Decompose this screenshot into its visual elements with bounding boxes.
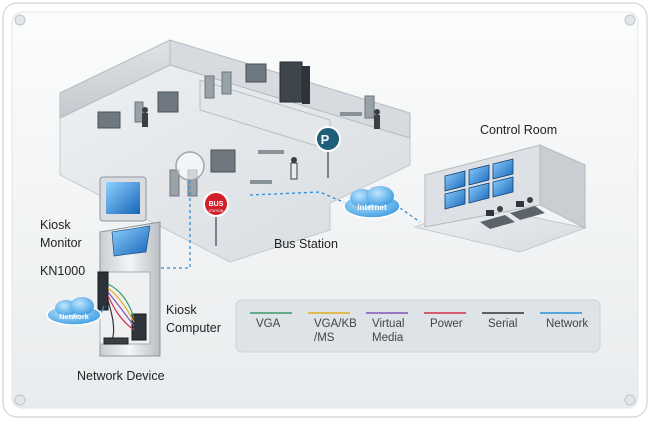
bus-sign-icon xyxy=(203,191,229,217)
server-rack xyxy=(279,61,303,103)
video-wall-panel xyxy=(468,182,490,204)
control-room xyxy=(413,144,587,253)
kiosk-monitor-screen xyxy=(106,182,140,214)
legend-label: VGA xyxy=(256,318,281,330)
network-cloud: Network xyxy=(46,297,102,326)
parking-sign-text: P xyxy=(321,132,330,147)
wall-screen xyxy=(210,149,236,173)
video-wall-panel xyxy=(444,188,466,210)
dashed-link xyxy=(160,180,191,269)
parking-sign: P xyxy=(315,126,341,178)
person-icon xyxy=(374,109,380,115)
control-room-wall-right xyxy=(539,144,586,229)
wall-screen xyxy=(157,91,179,113)
cable-serial xyxy=(107,299,115,341)
bus-sign-subtext: STATION xyxy=(209,209,224,213)
video-wall-panel xyxy=(444,170,466,192)
wall-screen xyxy=(97,111,121,129)
zoom-circle-icon xyxy=(175,151,205,181)
label-network-device: Network Device xyxy=(77,369,165,383)
cable-kbms xyxy=(107,287,135,323)
person-icon xyxy=(291,157,297,163)
person-icon xyxy=(142,113,148,127)
legend-label: Media xyxy=(372,332,404,344)
bench xyxy=(340,112,362,116)
operator-desk xyxy=(510,206,545,220)
cable-power xyxy=(107,295,135,331)
bus-sign: BUS STATION xyxy=(203,191,229,246)
cable-vga xyxy=(107,283,135,319)
operator-desks xyxy=(480,197,545,229)
video-wall-panel xyxy=(492,158,514,180)
network-cloud-icon xyxy=(70,297,94,315)
screw-icon xyxy=(14,14,26,26)
label-kiosk-computer-line2: Computer xyxy=(166,321,221,335)
internet-cloud-icon xyxy=(366,186,394,206)
operator-person-icon xyxy=(497,206,503,212)
internet-cloud-label: Internet xyxy=(357,203,387,212)
operator-person-icon xyxy=(527,197,533,203)
legend-label: /MS xyxy=(314,332,335,344)
bus-sign-text: BUS xyxy=(209,201,224,208)
bus-station-room: P BUS STATION xyxy=(59,39,411,263)
cable-virtual-media xyxy=(107,291,135,327)
legend-label: Power xyxy=(430,318,463,330)
mini-kiosk xyxy=(134,101,144,123)
mini-kiosks xyxy=(134,71,375,197)
kiosk-cables xyxy=(89,283,135,341)
people xyxy=(142,107,380,180)
desk-monitor xyxy=(516,201,524,207)
mini-kiosk xyxy=(169,169,180,197)
label-kiosk-monitor-line1: Kiosk xyxy=(40,218,71,232)
internet-cloud: Internet xyxy=(343,186,401,219)
video-wall-panel xyxy=(492,176,514,198)
screw-icon xyxy=(14,394,26,406)
frame-screws xyxy=(14,14,636,406)
label-kiosk-computer-line1: Kiosk xyxy=(166,303,197,317)
network-cloud-label: Network xyxy=(59,312,89,321)
mini-kiosk xyxy=(204,75,215,99)
mini-kiosk xyxy=(364,95,375,119)
wall-screen xyxy=(245,63,267,83)
person-icon xyxy=(374,115,380,129)
kiosk xyxy=(89,176,161,357)
desk-monitor xyxy=(486,210,494,216)
video-wall xyxy=(444,158,514,210)
screw-icon xyxy=(624,394,636,406)
label-control-room: Control Room xyxy=(480,123,557,137)
wall-screens xyxy=(97,63,267,173)
dashed-link xyxy=(249,191,351,206)
kiosk-computer-device xyxy=(131,313,147,341)
server-rack-side xyxy=(302,66,310,104)
bus-station-partition xyxy=(199,79,331,151)
parking-sign-icon xyxy=(315,126,341,152)
operator-desk xyxy=(480,215,515,229)
person-icon xyxy=(142,107,148,113)
dashed-link xyxy=(399,207,421,223)
screw-icon xyxy=(624,14,636,26)
label-kiosk-monitor-line2: Monitor xyxy=(40,236,82,250)
kn1000-device xyxy=(97,271,109,311)
bench xyxy=(258,150,284,154)
network-device xyxy=(103,337,129,345)
mini-kiosk xyxy=(221,71,232,95)
kiosk-touch-screen xyxy=(111,225,151,257)
legend-label: VGA/KB xyxy=(314,318,357,330)
connection-lines xyxy=(160,180,421,269)
label-kn1000: KN1000 xyxy=(40,264,85,278)
legend-label: Network xyxy=(546,318,588,330)
legend-label: Serial xyxy=(488,318,517,330)
person-icon xyxy=(290,162,298,180)
video-wall-panel xyxy=(468,164,490,186)
bench xyxy=(250,180,272,184)
label-bus-station: Bus Station xyxy=(274,237,338,251)
legend-label: Virtual xyxy=(372,318,404,330)
